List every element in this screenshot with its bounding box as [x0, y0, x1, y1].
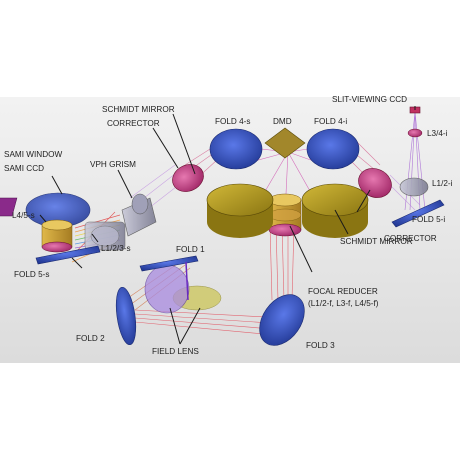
label-sami-window: SAMI WINDOW: [4, 150, 62, 159]
lens-l45-s: [41, 219, 73, 253]
corrector-right: [358, 168, 392, 198]
label-focal-reducer-detail: (L1/2-f, L3-f, L4/5-f): [308, 299, 379, 308]
fold1-mirror: [139, 255, 199, 314]
label-fold3: FOLD 3: [306, 341, 335, 350]
label-fold1: FOLD 1: [176, 245, 205, 254]
label-corrector-right: CORRECTOR: [384, 234, 437, 243]
label-vph-grism: VPH GRISM: [90, 160, 136, 169]
sami-ccd: [0, 197, 18, 217]
label-fold5-s: FOLD 5-s: [14, 270, 50, 279]
labels: SLIT-VIEWING CCD L3/4-i L1/2-i FOLD 5-i …: [4, 95, 453, 356]
fold4-s-mirror: [209, 128, 263, 170]
label-slit-viewing-ccd: SLIT-VIEWING CCD: [332, 95, 407, 104]
label-sami-ccd: SAMI CCD: [4, 164, 44, 173]
focal-reducer: [268, 193, 302, 237]
schmidt-mirror-right: [301, 183, 369, 238]
label-l12-i: L1/2-i: [432, 179, 453, 188]
label-fold4-i: FOLD 4-i: [314, 117, 347, 126]
fold5-i-mirror: [391, 199, 445, 228]
lens-l123-s: [84, 221, 126, 251]
fold4-i-mirror: [306, 128, 360, 170]
fold2-mirror: [115, 286, 137, 346]
label-schmidt-mirror-left: SCHMIDT MIRROR: [102, 105, 175, 114]
label-dmd: DMD: [273, 117, 292, 126]
label-fold2: FOLD 2: [76, 334, 105, 343]
lens-l12-i: [399, 177, 429, 197]
lens-l34-i: [407, 128, 423, 138]
label-fold5-i: FOLD 5-i: [412, 215, 445, 224]
label-focal-reducer: FOCAL REDUCER: [308, 287, 378, 296]
fold5-s-mirror: [35, 245, 101, 265]
vph-grism: [121, 193, 157, 237]
label-fold4-s: FOLD 4-s: [215, 117, 251, 126]
label-schmidt-mirror-right: SCHMIDT MIRROR: [340, 237, 413, 246]
label-field-lens: FIELD LENS: [152, 347, 199, 356]
label-l123-s: L1/2/3-s: [101, 244, 131, 253]
fold3-mirror: [259, 294, 305, 346]
leader-lines: [39, 106, 416, 345]
label-l45-s: L4/5-s: [12, 211, 35, 220]
schmidt-mirror-left: [206, 183, 274, 238]
label-corrector-left: CORRECTOR: [107, 119, 160, 128]
corrector-left: [172, 164, 204, 192]
label-l34-i: L3/4-i: [427, 129, 448, 138]
dmd: [264, 127, 306, 159]
